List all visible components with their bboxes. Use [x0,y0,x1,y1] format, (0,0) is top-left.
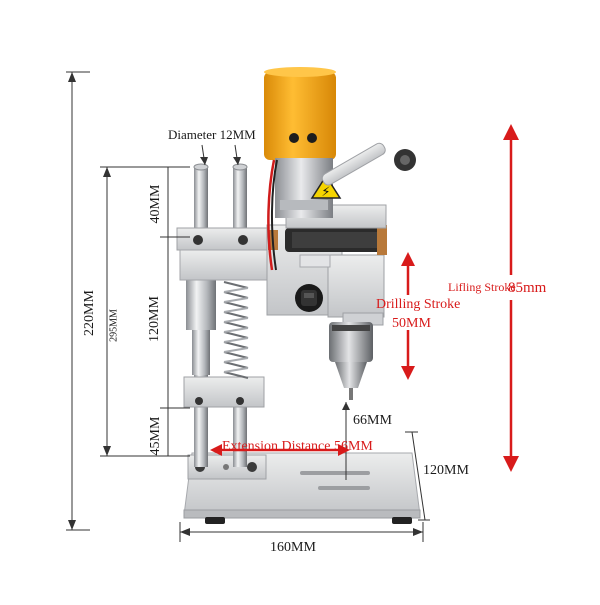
bot-45-label: 45MM [148,416,163,456]
motor: ⚡ [264,67,342,271]
lower-collar [183,376,265,408]
diameter-label: Diameter 12MM [168,127,256,142]
drill-chuck [329,322,373,400]
height-220-label: 220MM [82,290,97,336]
drill-66-label: 66MM [353,413,392,428]
top-40-label: 40MM [148,184,163,224]
feed-handle[interactable] [320,141,416,186]
extension-label: Extension Distance 56MM [222,439,373,454]
upper-carriage [176,227,274,281]
lifting-stroke-value: 85mm [508,280,547,296]
depth-120-label: 120MM [423,463,469,478]
mid-120-label: 120MM [147,296,162,342]
power-switch-icon[interactable] [295,284,323,312]
electric-hazard-triangle-icon: ⚡ [310,174,342,200]
height-295-label: 295MM [108,309,120,342]
lifting-stroke-label: Lifling Stroke [448,280,516,294]
width-160-label: 160MM [270,540,316,555]
drilling-stroke-value: 50MM [392,316,431,331]
drilling-stroke-label: Drilling Stroke [376,297,461,312]
stroke-arrows [214,135,513,462]
svg-text:⚡: ⚡ [321,185,330,200]
